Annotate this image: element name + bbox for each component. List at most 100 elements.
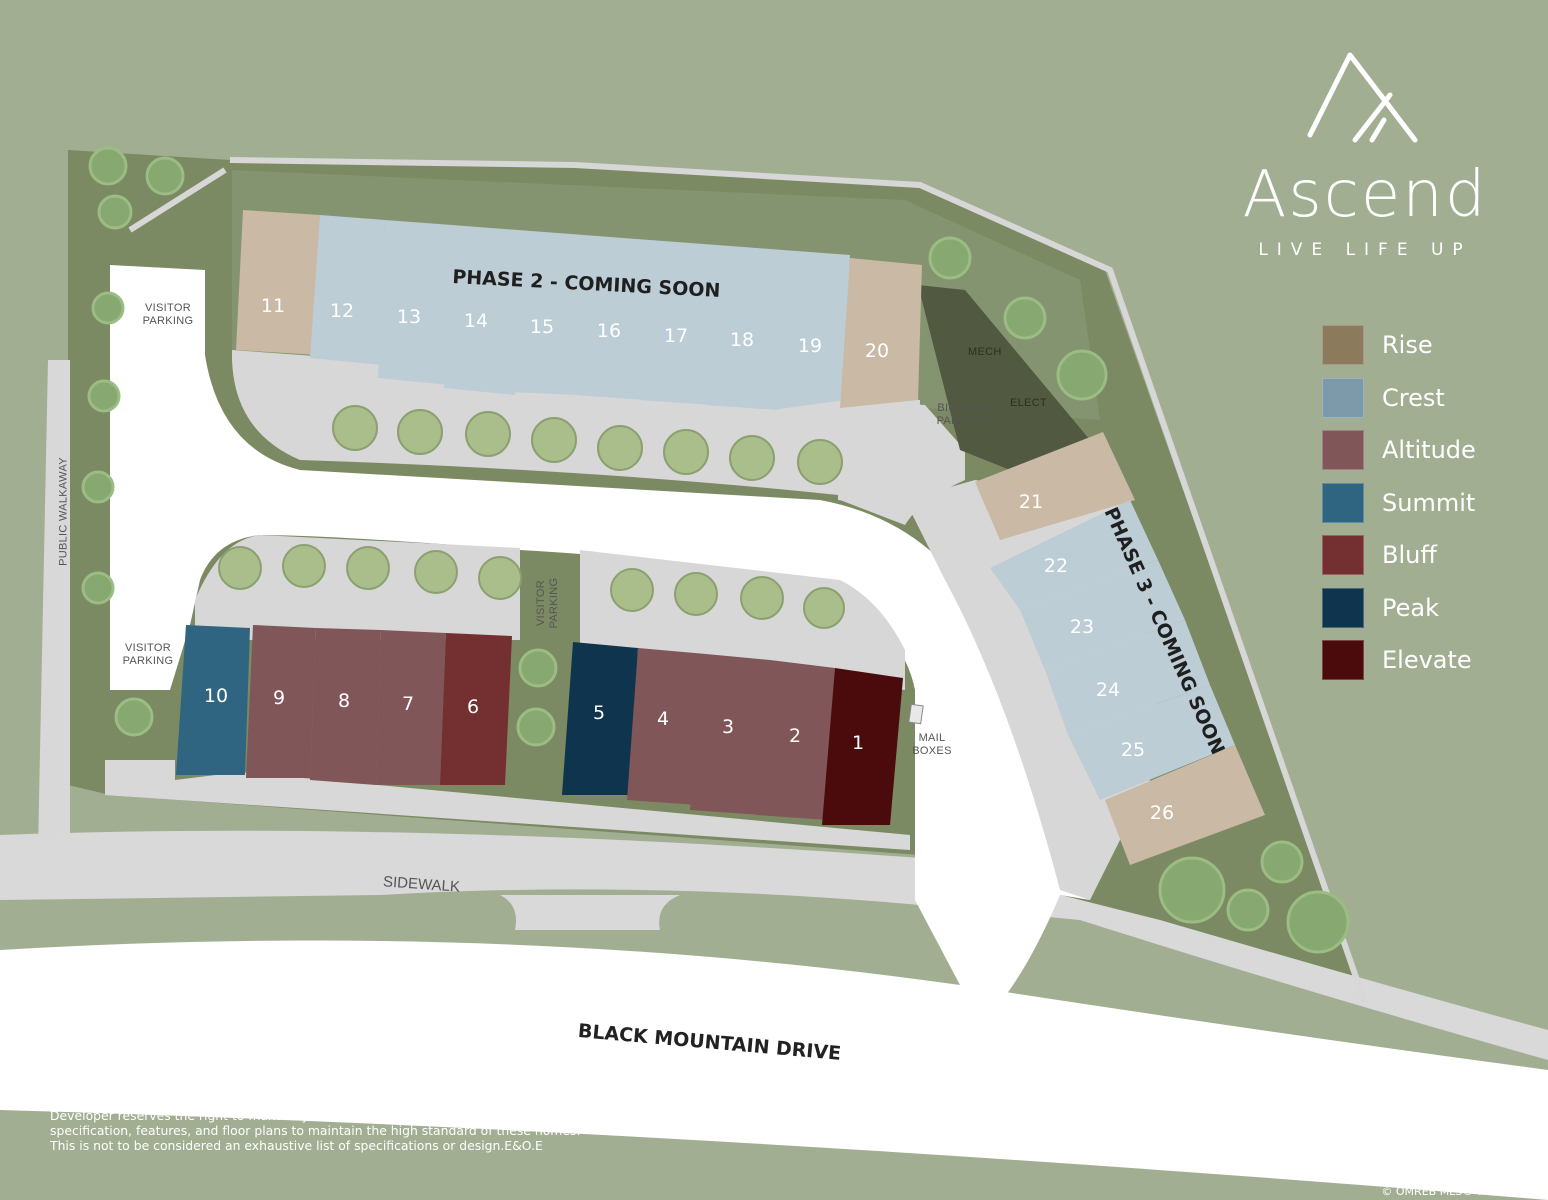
legend-swatch	[1322, 325, 1364, 365]
unit-17[interactable]	[640, 240, 717, 405]
unit-6[interactable]	[440, 633, 512, 785]
street-trees-north	[332, 405, 843, 485]
legend-swatch	[1322, 587, 1364, 628]
unit-4[interactable]	[627, 648, 706, 805]
unit-number: 3	[721, 716, 735, 738]
internal-road	[110, 265, 1090, 1030]
unit-number: 13	[396, 306, 422, 328]
visitor-parking-top-label: VISITOR PARKING	[142, 302, 194, 327]
bicycle-parking-label: BICYCLE PARKING	[936, 402, 988, 427]
unit-number: 22	[1043, 555, 1069, 577]
perimeter-trees	[81, 146, 1350, 954]
unit-number: 26	[1149, 802, 1175, 824]
visitor-parking-mid-label: VISITOR PARKING	[535, 577, 560, 629]
unit-22[interactable]	[990, 500, 1158, 610]
unit-11[interactable]	[236, 210, 320, 355]
unit-10[interactable]	[176, 625, 250, 775]
unit-16[interactable]	[575, 235, 650, 400]
north-units	[236, 210, 922, 410]
unit-number: 1	[851, 732, 865, 754]
public-walkaway	[38, 360, 70, 850]
unit-8[interactable]	[310, 628, 381, 785]
mech-elect-zone	[918, 285, 1090, 470]
mail-boxes-label: MAIL BOXES	[912, 732, 952, 757]
unit-number: 11	[260, 295, 286, 317]
unit-23[interactable]	[1020, 560, 1185, 670]
unit-number: 18	[729, 329, 755, 351]
legend-item: Rise	[1322, 325, 1476, 365]
unit-26[interactable]	[1105, 745, 1265, 865]
street-trees-south	[218, 544, 845, 629]
unit-number: 10	[203, 685, 229, 707]
legend-item: Bluff	[1322, 535, 1476, 575]
unit-13[interactable]	[378, 220, 452, 385]
unit-number: 17	[663, 325, 689, 347]
legend-item: Altitude	[1322, 430, 1476, 470]
unit-number: 23	[1069, 616, 1095, 638]
legend-label: Summit	[1382, 488, 1476, 517]
disclaimer-line: This is not to be considered an exhausti…	[50, 1138, 543, 1153]
disclaimer-line: Developer reserves the right to make any…	[50, 1108, 599, 1123]
unit-number: 15	[529, 316, 555, 338]
unit-25[interactable]	[1068, 685, 1235, 800]
unit-7[interactable]	[376, 630, 446, 785]
unit-14[interactable]	[444, 225, 518, 395]
unit-2[interactable]	[756, 660, 835, 820]
legend-swatch	[1322, 535, 1364, 575]
unit-number: 2	[788, 725, 802, 747]
elect-label: ELECT	[1010, 397, 1047, 409]
unit-12[interactable]	[310, 215, 385, 365]
unit-21[interactable]	[975, 432, 1135, 540]
legend-swatch	[1322, 430, 1364, 470]
unit-number: 4	[656, 708, 670, 730]
east-units	[975, 432, 1265, 865]
public-walkaway-label: PUBLIC WALKAWAY	[57, 457, 70, 566]
unit-number: 21	[1018, 491, 1044, 513]
unit-number: 14	[463, 310, 489, 332]
ascend-logo-icon	[1307, 52, 1418, 143]
unit-number: 19	[797, 335, 823, 357]
unit-number: 5	[592, 702, 606, 724]
unit-number: 7	[401, 693, 415, 715]
unit-15[interactable]	[510, 230, 584, 395]
unit-9[interactable]	[246, 625, 316, 778]
legend-item: Summit	[1322, 482, 1476, 523]
unit-18[interactable]	[706, 245, 783, 410]
mail-box-structure	[908, 703, 924, 725]
unit-3[interactable]	[690, 654, 770, 815]
visitor-parking-left-label: VISITOR PARKING	[122, 642, 174, 667]
unit-19[interactable]	[772, 250, 850, 410]
unit-number: 12	[329, 300, 355, 322]
legend-item: Crest	[1322, 377, 1476, 418]
unit-number: 24	[1095, 679, 1121, 701]
legend-label: Bluff	[1382, 541, 1437, 569]
legend-label: Rise	[1382, 331, 1433, 359]
brand-tagline: LIVE LIFE UP	[1258, 240, 1472, 260]
legend-item: Elevate	[1322, 640, 1476, 680]
unit-number: 6	[466, 696, 480, 718]
unit-number: 8	[337, 690, 351, 712]
unit-number: 20	[864, 340, 890, 362]
unit-5[interactable]	[562, 642, 638, 795]
legend-label: Altitude	[1382, 436, 1476, 464]
disclaimer-line: specification, features, and floor plans…	[50, 1123, 581, 1138]
unit-20[interactable]	[840, 258, 922, 408]
unit-1[interactable]	[822, 668, 903, 825]
unit-number: 9	[272, 687, 286, 709]
unit-number: 16	[596, 320, 622, 342]
mech-label: MECH	[968, 346, 1002, 358]
brand-block: Ascend LIVE LIFE UP	[1230, 40, 1500, 260]
legend-label: Crest	[1382, 383, 1445, 412]
legend-swatch	[1322, 377, 1364, 418]
legend-item: Peak	[1322, 587, 1476, 628]
brand-name: Ascend	[1242, 158, 1488, 232]
unit-24[interactable]	[1045, 620, 1210, 735]
legend-label: Peak	[1382, 593, 1439, 622]
legend-label: Elevate	[1382, 646, 1472, 674]
disclaimer: Developer reserves the right to make any…	[50, 1108, 650, 1153]
copyright-watermark: © OMREB MLS® #10208419	[1381, 1185, 1542, 1198]
south-units	[176, 625, 903, 825]
unit-type-legend: Rise Crest Altitude Summit Bluff Peak El…	[1322, 325, 1476, 693]
